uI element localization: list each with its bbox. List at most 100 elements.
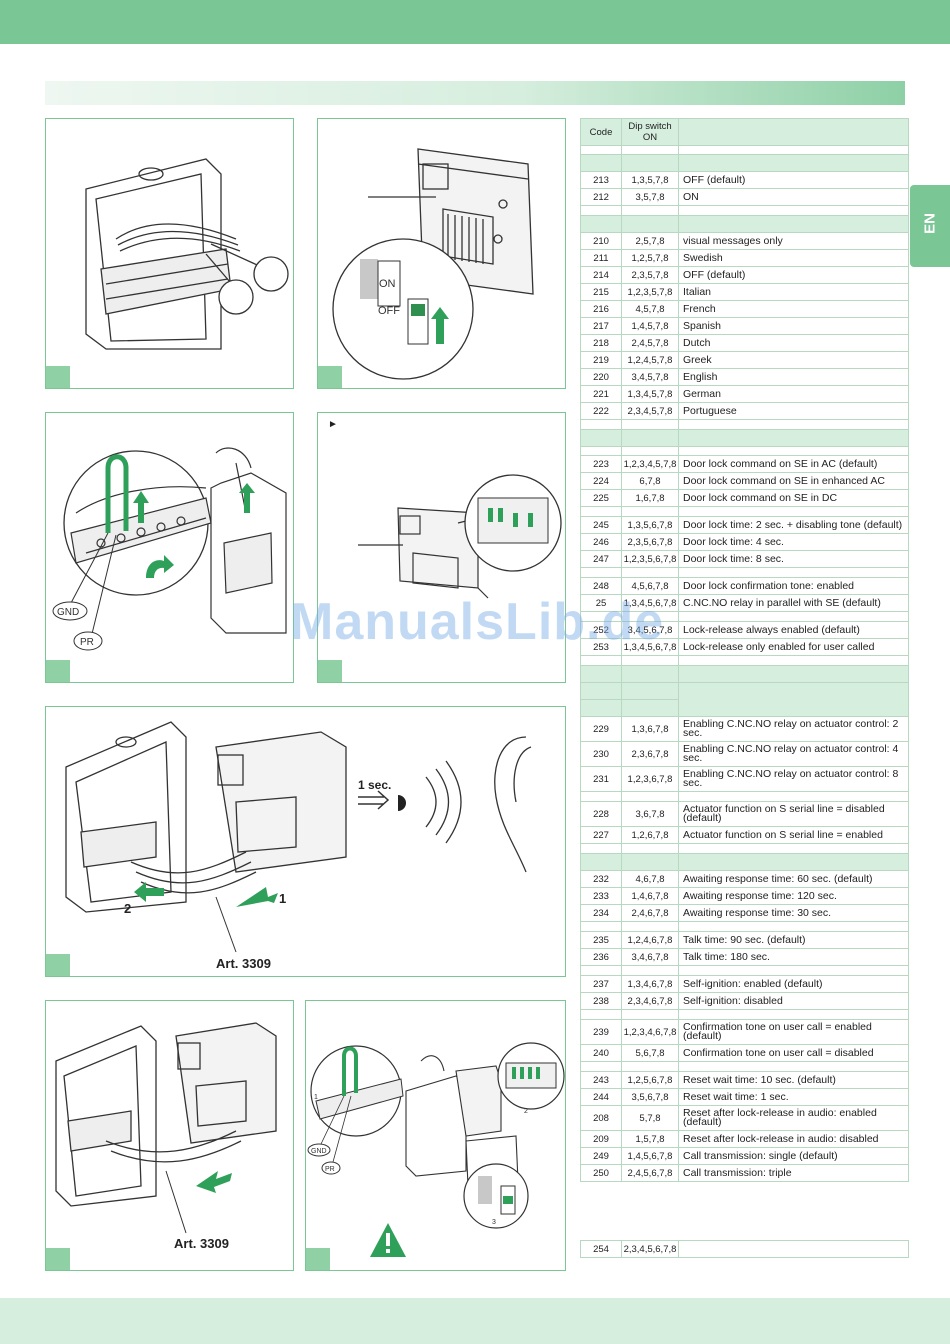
gnd-label: GND <box>57 607 79 618</box>
figure-1-wall-bracket <box>45 118 294 389</box>
code-cell: 249 <box>580 1147 622 1165</box>
code-cell: 235 <box>580 931 622 949</box>
dip-cell: 6,7,8 <box>621 472 679 490</box>
dip-cell: 1,2,3,4,6,7,8 <box>621 1019 679 1045</box>
watermark: ManualsLib.de <box>290 593 665 651</box>
dip-cell: 1,3,5,6,7,8 <box>621 516 679 534</box>
dip-cell: 3,4,5,7,8 <box>621 368 679 386</box>
description-cell: Reset wait time: 1 sec. <box>678 1088 909 1106</box>
dip-cell: 1,2,3,4,5,7,8 <box>621 455 679 473</box>
dip-cell: 2,4,6,7,8 <box>621 904 679 922</box>
figure-3-corner-marker <box>46 660 70 682</box>
dip-lever-icon <box>411 304 425 316</box>
dip-cell: 1,5,7,8 <box>621 1130 679 1148</box>
description-cell: Self-ignition: enabled (default) <box>678 975 909 993</box>
code-cell: 223 <box>580 455 622 473</box>
header-code: Code <box>580 118 622 146</box>
push-arrow-icon <box>134 882 164 902</box>
description-cell: Reset wait time: 10 sec. (default) <box>678 1071 909 1089</box>
description-cell: Enabling C.NC.NO relay on actuator contr… <box>678 716 909 742</box>
figure-5-illustration <box>55 1022 277 1234</box>
dip-cell: 3,6,7,8 <box>621 801 679 827</box>
figure-module-dip-closeup: ► <box>317 412 566 683</box>
code-cell: 229 <box>580 716 622 742</box>
dip-cell: 1,2,5,7,8 <box>621 249 679 267</box>
dip-on-label: ON <box>379 278 396 290</box>
description-cell: Door lock time: 4 sec. <box>678 533 909 551</box>
code-cell: 227 <box>580 826 622 844</box>
dip-cell: 1,3,6,7,8 <box>621 716 679 742</box>
code-cell: 216 <box>580 300 622 318</box>
figure-4-connect-module: 1 sec. 2 1 Art. 3309 <box>45 706 566 977</box>
description-cell: Enabling C.NC.NO relay on actuator contr… <box>678 741 909 767</box>
description-cell: Door lock confirmation tone: enabled <box>678 577 909 595</box>
header-description <box>678 118 909 146</box>
figure-1-corner-marker <box>46 366 70 388</box>
step-1-label: 1 <box>314 1094 318 1101</box>
art-3309-label-2: Art. 3309 <box>174 1236 229 1251</box>
description-cell: Swedish <box>678 249 909 267</box>
description-cell: Spanish <box>678 317 909 335</box>
figure-4-illustration: 1 sec. 2 1 <box>65 721 532 953</box>
code-cell: 243 <box>580 1071 622 1089</box>
push-arrow-icon <box>236 887 278 907</box>
description-cell: Reset after lock-release in audio: disab… <box>678 1130 909 1148</box>
description-cell: Call transmission: single (default) <box>678 1147 909 1165</box>
code-cell: 245 <box>580 516 622 534</box>
dip-cell: 2,3,4,6,7,8 <box>621 992 679 1010</box>
code-cell: 228 <box>580 801 622 827</box>
description-cell: Lock-release only enabled for user calle… <box>678 638 909 656</box>
code-cell: 224 <box>580 472 622 490</box>
dip-cell: 2,4,5,6,7,8 <box>621 1164 679 1182</box>
dip-cell: 5,7,8 <box>621 1105 679 1131</box>
description-cell: ON <box>678 188 909 206</box>
dip-cell: 2,4,5,7,8 <box>621 334 679 352</box>
code-cell: 246 <box>580 533 622 551</box>
code-cell: 238 <box>580 992 622 1010</box>
description-cell <box>678 1240 909 1258</box>
code-cell: 218 <box>580 334 622 352</box>
figure-2-dip-switch: ON OFF <box>317 118 566 389</box>
code-cell: 219 <box>580 351 622 369</box>
figure-module-corner-marker <box>318 660 342 682</box>
dip-cell: 2,3,4,5,6,7,8 <box>621 1240 679 1258</box>
figure-4-corner-marker <box>46 954 70 976</box>
dip-cell: 2,3,6,7,8 <box>621 741 679 767</box>
gnd-label: GND <box>311 1148 327 1155</box>
description-cell: English <box>678 368 909 386</box>
dip-cell: 1,4,5,7,8 <box>621 317 679 335</box>
code-cell: 240 <box>580 1044 622 1062</box>
art-3309-label: Art. 3309 <box>216 956 271 971</box>
dip-cell: 3,5,7,8 <box>621 188 679 206</box>
language-tab[interactable]: EN <box>910 185 950 267</box>
description-cell: Awaiting response time: 60 sec. (default… <box>678 870 909 888</box>
dip-cell: 1,2,3,5,6,7,8 <box>621 550 679 568</box>
dip-cell: 1,2,4,6,7,8 <box>621 931 679 949</box>
code-cell: 210 <box>580 232 622 250</box>
description-cell: Lock-release always enabled (default) <box>678 621 909 639</box>
step-1-label: 1 <box>279 891 286 906</box>
description-cell: visual messages only <box>678 232 909 250</box>
one-sec-label: 1 sec. <box>358 778 391 792</box>
